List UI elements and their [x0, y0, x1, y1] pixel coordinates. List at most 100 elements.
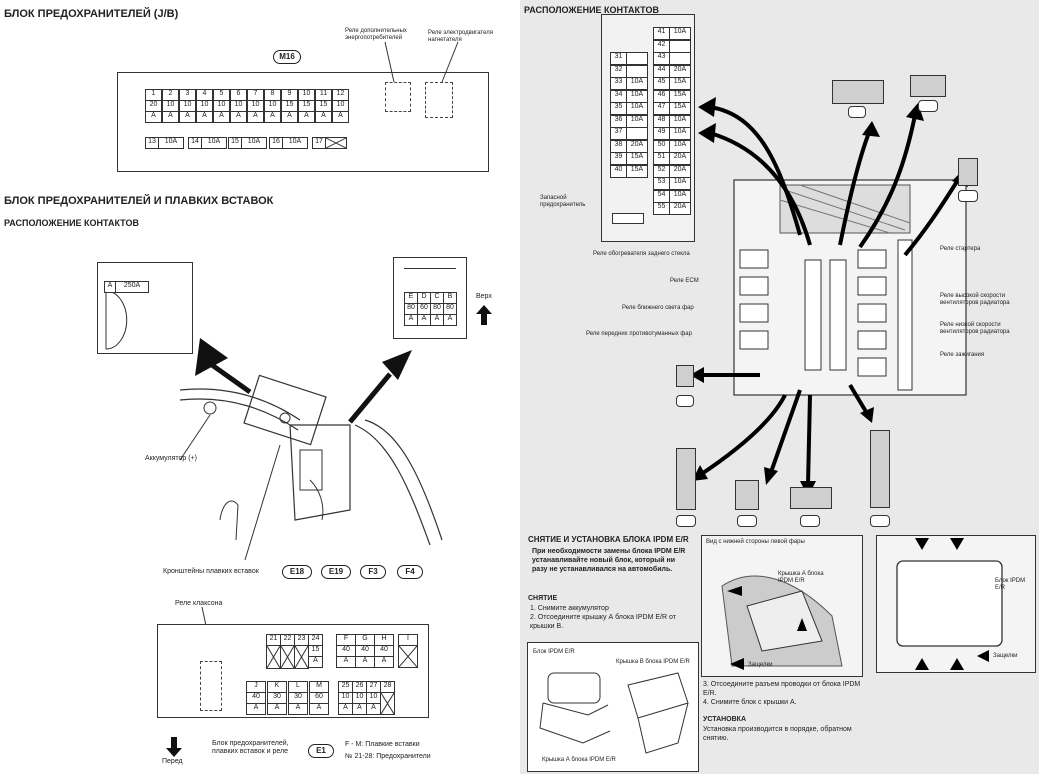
forward-label: Перед — [162, 758, 183, 765]
link-unit: A — [417, 314, 431, 326]
pill-e1: E1 — [308, 744, 334, 758]
ipdm-fuse-amps: 20A — [669, 152, 691, 165]
ipdm-fuse-number: 46 — [653, 89, 670, 103]
ipdm-fuse-amps — [669, 52, 691, 65]
ipdm-fuse-amps: 20A — [669, 202, 691, 215]
legend-nums: № 21-28: Предохранители — [345, 753, 431, 760]
connector-right-1 — [958, 158, 978, 186]
ipdm-fuse-number: 50 — [653, 139, 670, 153]
ipdm-fuse-amps: 10A — [669, 114, 691, 128]
ipdm-fuse-number: 42 — [653, 39, 670, 53]
fl-empty-slot — [294, 645, 309, 669]
connector-top-2-key — [918, 100, 938, 112]
connector-bottom-4 — [870, 430, 890, 508]
block-label: Блок IPDM E/R — [995, 578, 1026, 591]
fl-unit: A — [288, 703, 308, 715]
bracket-label: Кронштейны плавких вставок — [163, 568, 259, 575]
label-starter-relay: Реле стартера — [940, 246, 981, 252]
link-unit: A — [404, 314, 418, 326]
ipdm-fuse-amps: 15A — [626, 152, 648, 165]
cover-label-a: Крышка А блока IPDM E/R — [542, 757, 616, 763]
fl-unit: A — [338, 703, 353, 715]
jb-fuse-unit: A — [162, 111, 179, 123]
jb-fuse-number: 17 — [312, 137, 326, 149]
fl-empty-slot — [280, 645, 295, 669]
legend-block-label: Блок предохранителей, плавких вставок и … — [212, 740, 289, 755]
ipdm-fuse-number: 48 — [653, 114, 670, 128]
step-4: 4. Снимите блок с крышки А. — [703, 699, 797, 706]
ipdm-fuse-amps: 20A — [669, 64, 691, 78]
forward-arrow-icon — [166, 737, 182, 757]
ipdm-fuse-number: 39 — [610, 152, 627, 165]
label-low-beam-relay: Реле ближнего света фар — [622, 305, 694, 311]
battery-label: Аккумулятор (+) — [145, 455, 198, 462]
fl-empty-slot — [380, 692, 395, 715]
ipdm-fuse-number: 33 — [610, 77, 627, 90]
connector-right-1-key — [958, 190, 978, 202]
connector-tab — [404, 258, 456, 269]
connector-bottom-3 — [790, 487, 832, 509]
main-fuse-block: A 250A — [97, 262, 193, 354]
ipdm-diagram — [690, 97, 968, 497]
label-fan-high-relay: Реле высокой скорости вентиляторов радиа… — [940, 293, 1010, 306]
fl-title: БЛОК ПРЕДОХРАНИТЕЛЕЙ И ПЛАВКИХ ВСТАВОК — [4, 195, 274, 207]
ipdm-fuse-number: 53 — [653, 177, 670, 190]
ipdm-fuse-number: 44 — [653, 64, 670, 78]
jb-fuse-unit: A — [196, 111, 213, 123]
jb-fuse-number: 13 — [145, 137, 159, 149]
fl-unit: A — [267, 703, 287, 715]
jb-fuse-unit: A — [281, 111, 298, 123]
connector-bottom-1-key — [676, 515, 696, 527]
step-1: 1. Снимите аккумулятор — [530, 605, 609, 612]
jb-fuse-unit: A — [264, 111, 281, 123]
jb-fuse-number: 14 — [188, 137, 202, 149]
ipdm-fuse-number: 47 — [653, 102, 670, 115]
jb-fuse-unit: A — [298, 111, 315, 123]
connector-left-1 — [676, 365, 694, 387]
ipdm-fuse-number: 54 — [653, 189, 670, 203]
ipdm-fuse-amps: 15A — [669, 77, 691, 90]
cover-figure: Блок IPDM E/R Крышка В блока IPDM E/R Кр… — [527, 642, 699, 772]
spare-fuse-label: Запасной предохранитель — [540, 195, 586, 208]
connector-top-1-key — [848, 106, 866, 118]
fl-24-unit: A — [308, 656, 323, 668]
jb-fuse-unit: A — [145, 111, 162, 123]
ipdm-fuse-amps — [626, 127, 648, 140]
horn-relay-outline — [200, 661, 222, 711]
ipdm-fuse-amps: 10A — [626, 114, 648, 128]
jb-fuse-number: 15 — [228, 137, 242, 149]
connector-bottom-2-key — [737, 515, 757, 527]
ipdm-fuse-number: 34 — [610, 89, 627, 103]
install-title: УСТАНОВКА — [703, 716, 747, 723]
label-rear-defog-relay: Реле обогревателя заднего стекла — [593, 251, 690, 257]
link-unit: A — [443, 314, 457, 326]
install-text: Установка производится в порядке, обратн… — [703, 726, 852, 742]
jb-fuse-unit: A — [315, 111, 332, 123]
fl-unit: A — [366, 703, 381, 715]
connector-m16-pill: M16 — [273, 50, 301, 64]
fl-unit: A — [246, 703, 266, 715]
battery-terminal-illustration — [179, 338, 443, 561]
jb-fuse-unit: A — [179, 111, 196, 123]
label-ignition-relay: Реле зажигания — [940, 352, 985, 358]
ipdm-fuse-amps: 10A — [669, 27, 691, 40]
photo-caption: Вид с нижней стороны левой фары — [706, 539, 805, 545]
connector-top-2 — [910, 75, 946, 97]
jb-title: БЛОК ПРЕДОХРАНИТЕЛЕЙ (J/B) — [4, 8, 179, 20]
cover-label-b: Крышка В блока IPDM E/R — [616, 659, 690, 665]
relay-blower-label: Реле электродвигателя нагнетателя — [428, 30, 494, 43]
connector-bottom-1 — [676, 448, 696, 510]
legend-fm: F - M: Плавкие вставки — [345, 741, 420, 748]
label-fan-low-relay: Реле низкой скорости вентиляторов радиат… — [940, 322, 1010, 335]
ipdm-fuse-amps: 10A — [626, 102, 648, 115]
relay-leader-lines — [384, 41, 459, 83]
jb-fuse-empty-slot — [325, 137, 347, 149]
ipdm-fuse-amps: 10A — [669, 139, 691, 153]
ipdm-fuse-number: 32 — [610, 64, 627, 78]
ipdm-fuse-amps — [626, 52, 648, 65]
ipdm-fuse-number: 36 — [610, 114, 627, 128]
ipdm-fuse-number: 51 — [653, 152, 670, 165]
step-3: 3. Отсоедините разъем проводки от блока … — [703, 681, 861, 697]
ipdm-fuse-amps: 10A — [626, 77, 648, 90]
